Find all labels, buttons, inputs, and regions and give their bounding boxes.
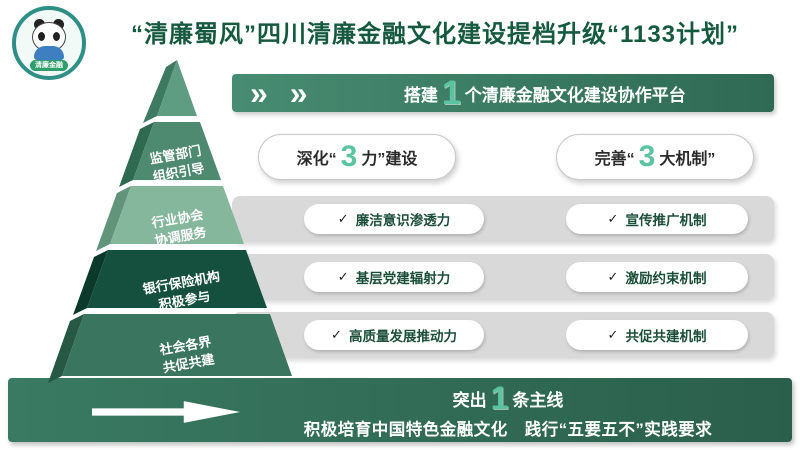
pyramid-layer-3 (87, 250, 267, 308)
check-label: 高质量发展推动力 (348, 329, 457, 344)
check-pill: ✓ 宣传推广机制 (566, 204, 748, 234)
check-row-3: ✓ 高质量发展推动力 ✓ 共促共建机制 (232, 312, 774, 358)
check-label: 共促共建机制 (625, 329, 707, 344)
logo-banner-label: 清廉金融 (30, 60, 68, 71)
pill-three-forces: 深化“ 3 力”建设 (258, 134, 456, 180)
check-pill: ✓ 激励约束机制 (566, 262, 748, 292)
pill-pre: 完善“ (594, 151, 635, 168)
pill-post: 力”建设 (361, 151, 418, 168)
pill-post: 大机制” (659, 151, 716, 168)
page-title: “清廉蜀风”四川清廉金融文化建设提档升级“1133计划” (130, 21, 740, 48)
pyramid-layer-2-facet (96, 186, 131, 251)
pyramid-layer-4 (62, 314, 292, 376)
bottom-line-1: 突出 1 条主线 (253, 381, 763, 415)
pyramid-graphic (48, 60, 292, 383)
pill-pre: 深化“ (296, 151, 337, 168)
check-label: 激励约束机制 (625, 271, 707, 286)
check-pill: ✓ 高质量发展推动力 (304, 320, 484, 350)
pyramid-apex (157, 60, 197, 116)
bottom-post: 条主线 (512, 390, 564, 410)
platform-number: 1 (441, 74, 461, 112)
pyramid-layer-4-facet (48, 314, 84, 383)
panda-icon (53, 32, 60, 41)
pyramid-apex-facet (143, 60, 177, 123)
check-row-1: ✓ 廉洁意识渗透力 ✓ 宣传推广机制 (232, 196, 774, 242)
check-icon: ✓ (607, 269, 619, 284)
platform-banner-text: 搭建 1 个清廉金融文化建设协作平台 (330, 76, 774, 110)
chevron-right-icon: » (289, 75, 308, 111)
check-label: 宣传推广机制 (625, 213, 707, 228)
bottom-pre: 突出 (452, 390, 487, 410)
check-icon: ✓ (607, 211, 619, 226)
pill-number: 3 (638, 140, 656, 173)
bottom-banner-text: 突出 1 条主线 积极培育中国特色金融文化 践行“五要五不”实践要求 (253, 381, 763, 440)
check-pill: ✓ 基层党建辐射力 (304, 262, 484, 292)
pyramid-layer-2 (110, 186, 244, 244)
pill-three-mechanisms: 完善“ 3 大机制” (556, 134, 754, 180)
pyramid-layer-1 (133, 122, 221, 180)
pill-number: 3 (340, 140, 358, 173)
check-pill: ✓ 廉洁意识渗透力 (304, 204, 484, 234)
check-icon: ✓ (607, 327, 619, 342)
chevron-right-icon: » (250, 75, 268, 111)
check-icon: ✓ (331, 327, 342, 342)
logo-badge: 清廉金融 (12, 6, 86, 80)
platform-prefix: 搭建 (403, 85, 438, 105)
platform-suffix: 个清廉金融文化建设协作平台 (464, 85, 686, 105)
pyramid-layer-1-facet (119, 122, 154, 187)
check-label: 基层党建辐射力 (355, 271, 451, 286)
arrow-right-icon (92, 401, 240, 423)
platform-banner: » » 搭建 1 个清廉金融文化建设协作平台 (232, 74, 774, 112)
check-row-2: ✓ 基层党建辐射力 ✓ 激励约束机制 (232, 254, 774, 300)
bottom-line-2: 积极培育中国特色金融文化 践行“五要五不”实践要求 (303, 421, 713, 439)
panda-icon (34, 46, 64, 60)
check-pill: ✓ 共促共建机制 (566, 320, 748, 350)
check-icon: ✓ (337, 211, 349, 226)
panda-icon (38, 32, 45, 41)
pyramid-layer-3-facet (73, 250, 108, 315)
check-label: 廉洁意识渗透力 (355, 213, 451, 228)
bottom-number: 1 (490, 380, 509, 416)
check-icon: ✓ (337, 269, 349, 284)
bottom-banner: 突出 1 条主线 积极培育中国特色金融文化 践行“五要五不”实践要求 (8, 378, 792, 442)
